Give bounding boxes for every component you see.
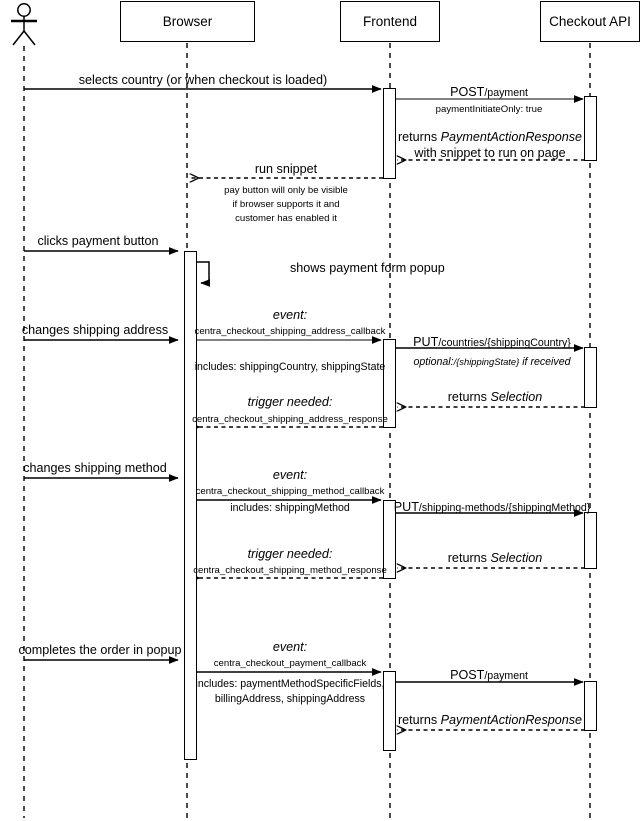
label-clicks-payment-button: clicks payment button [37,234,159,248]
label-put-method-2: PUT [393,500,419,514]
label-selects-country: selects country (or when checkout is loa… [78,73,328,87]
label-post-payment-2: POST/payment [450,667,528,684]
label-trigger-needed-1: trigger needed: [247,395,333,409]
label-post-method-2: POST [450,668,485,682]
label-payment-action-response-1: PaymentActionResponse [440,130,583,144]
label-returns-selection-1: returns Selection [447,390,543,404]
label-changes-shipping-method: changes shipping method [23,461,167,475]
label-includes-shipping-method: includes: shippingMethod [230,502,350,514]
label-returns-word-4: returns [397,713,441,727]
label-shipping-address-response: centra_checkout_shipping_address_respons… [192,414,388,425]
label-returns-word-2: returns [447,390,491,404]
label-put-countries: PUT/countries/{shippingCountry} [413,334,571,351]
activation-frontend-3 [383,500,396,579]
label-note-line-1: pay button will only be visible [224,185,348,196]
label-trigger-needed-2: trigger needed: [247,547,333,561]
label-changes-shipping-address: changes shipping address [21,323,169,337]
label-returns-word-1: returns [397,130,441,144]
label-event-1: event: [272,308,308,322]
label-selection-2: Selection [490,551,543,565]
label-note-line-2: if browser supports it and [232,199,340,210]
participant-checkout-api-label: Checkout API [549,13,631,29]
label-selection-1: Selection [490,390,543,404]
label-returns-word-3: returns [447,551,491,565]
label-post-payment-path-2: /payment [484,670,528,682]
label-with-snippet: with snippet to run on page [414,146,566,160]
label-shows-payment-form-popup: shows payment form popup [290,261,445,275]
participant-frontend[interactable]: Frontend [340,1,440,42]
activation-checkout-api-2 [584,347,597,408]
label-returns-selection-2: returns Selection [447,551,543,565]
label-event-2: event: [272,468,308,482]
actor-customer-icon [11,3,37,46]
activation-browser-main [184,251,197,760]
label-shipping-method-response: centra_checkout_shipping_method_response [193,565,387,576]
activation-frontend-1 [383,88,396,179]
label-countries-path: /countries/{shippingCountry} [438,337,571,349]
label-event-3: event: [272,640,308,654]
label-post-payment-path-1: /payment [484,87,528,99]
label-payment-action-response-2: PaymentActionResponse [440,713,583,727]
label-completes-order: completes the order in popup [18,643,182,657]
label-put-shipping-methods: PUT/shipping-methods/{shippingMethod} [394,499,591,516]
label-run-snippet: run snippet [254,162,318,176]
label-shipping-method-callback: centra_checkout_shipping_method_callback [195,486,385,497]
label-note-line-3: customer has enabled it [235,213,337,224]
label-payment-callback: centra_checkout_payment_callback [213,658,367,669]
participant-browser-label: Browser [162,13,213,29]
label-put-method-1: PUT [413,335,439,349]
activation-frontend-4 [383,671,396,751]
label-returns-par-1: returns PaymentActionResponse [397,130,583,144]
label-optional-word: optional: [413,356,454,368]
activation-checkout-api-1 [584,96,597,161]
label-shipping-address-callback: centra_checkout_shipping_address_callbac… [194,326,386,337]
label-returns-par-2: returns PaymentActionResponse [397,713,583,727]
activation-frontend-2 [383,339,396,428]
label-post-method-1: POST [450,85,485,99]
label-if-received: if received [519,356,571,368]
label-shipping-state-path: /{shippingState} [453,356,520,367]
label-optional-shipping-state: optional:/{shippingState} if received [414,353,571,370]
arrow-shows-payment-form-popup [196,261,211,287]
label-shipping-methods-path: /shipping-methods/{shippingMethod} [418,502,591,514]
label-includes-payment-1: includes: paymentMethodSpecificFields, [195,678,385,690]
label-includes-country-state: includes: shippingCountry, shippingState [194,361,386,373]
label-includes-payment-2: billingAddress, shippingAddress [214,693,366,705]
label-payment-initiate-only: paymentInitiateOnly: true [435,104,543,115]
activation-checkout-api-4 [584,681,597,731]
participant-frontend-label: Frontend [362,13,418,29]
participant-browser[interactable]: Browser [120,1,255,42]
label-post-payment-1: POST/payment [450,84,528,101]
activation-checkout-api-3 [584,512,597,569]
participant-checkout-api[interactable]: Checkout API [540,1,640,42]
